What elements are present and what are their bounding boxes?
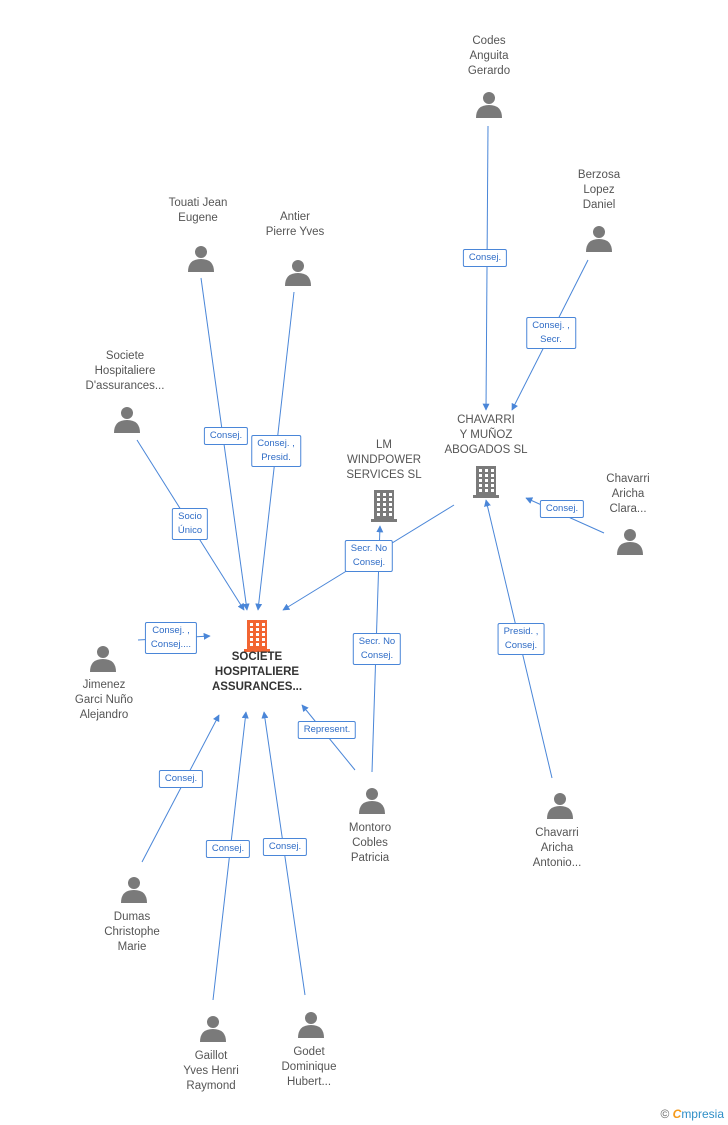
node-label-chav_clara[interactable]: Chavarri Aricha Clara... <box>606 473 650 515</box>
node-label-sha[interactable]: Societe Hospitaliere D'assurances... <box>85 350 165 392</box>
edge-label-chav_clara[interactable]: Consej. <box>539 500 585 518</box>
edge-dumas-to-main <box>141 714 220 863</box>
person-icon[interactable] <box>121 877 147 903</box>
node-label-jimenez[interactable]: Jimenez Garci Nuño Alejandro <box>74 679 134 721</box>
brand-initial: C <box>672 1107 682 1121</box>
person-icon[interactable] <box>547 793 573 819</box>
building-icon[interactable] <box>371 490 397 522</box>
edge-label-chav_sl[interactable]: Secr. No Consej. <box>344 540 394 572</box>
node-label-main[interactable]: SOCIETE HOSPITALIERE ASSURANCES... <box>211 651 303 693</box>
edge-label-gaillot[interactable]: Consej. <box>205 840 251 858</box>
edge-codes-to-chav_sl <box>482 125 490 411</box>
edge-label-sha[interactable]: Socio Único <box>171 508 209 540</box>
edge-label-chav_antonio[interactable]: Presid. , Consej. <box>497 623 545 655</box>
edge-label-codes[interactable]: Consej. <box>462 249 508 267</box>
person-icon[interactable] <box>114 407 140 433</box>
node-label-codes[interactable]: Codes Anguita Gerardo <box>467 35 511 77</box>
person-icon[interactable] <box>359 788 385 814</box>
person-icon[interactable] <box>90 646 116 672</box>
person-icon[interactable] <box>188 246 214 272</box>
node-label-berzosa[interactable]: Berzosa Lopez Daniel <box>577 169 621 211</box>
edge-label-montoro[interactable]: Secr. No Consej. <box>352 633 402 665</box>
edge-label-montoro[interactable]: Represent. <box>297 721 357 739</box>
person-icon[interactable] <box>617 529 643 555</box>
edge-label-touati[interactable]: Consej. <box>203 427 249 445</box>
node-label-dumas[interactable]: Dumas Christophe Marie <box>104 911 160 953</box>
edge-label-godet[interactable]: Consej. <box>262 838 308 856</box>
node-label-touati[interactable]: Touati Jean Eugene <box>168 197 228 224</box>
person-icon[interactable] <box>298 1012 324 1038</box>
edge-label-dumas[interactable]: Consej. <box>158 770 204 788</box>
node-label-godet[interactable]: Godet Dominique Hubert... <box>281 1046 337 1088</box>
person-icon[interactable] <box>285 260 311 286</box>
person-icon[interactable] <box>476 92 502 118</box>
node-label-montoro[interactable]: Montoro Cobles Patricia <box>348 822 392 864</box>
edge-label-berzosa[interactable]: Consej. , Secr. <box>526 317 576 349</box>
empresia-watermark[interactable]: © Cmpresia <box>660 1107 724 1121</box>
node-label-chav_sl[interactable]: CHAVARRI Y MUÑOZ ABOGADOS SL <box>444 414 528 456</box>
node-label-lm[interactable]: LM WINDPOWER SERVICES SL <box>346 439 422 481</box>
person-icon[interactable] <box>200 1016 226 1042</box>
copyright-symbol: © <box>660 1107 670 1121</box>
node-label-chav_antonio[interactable]: Chavarri Aricha Antonio... <box>532 827 582 869</box>
node-label-gaillot[interactable]: Gaillot Yves Henri Raymond <box>183 1050 239 1092</box>
brand-name: mpresia <box>681 1107 724 1121</box>
edge-label-antier[interactable]: Consej. , Presid. <box>251 435 301 467</box>
node-label-antier[interactable]: Antier Pierre Yves <box>265 211 325 238</box>
building-icon[interactable] <box>244 620 270 652</box>
person-icon[interactable] <box>586 226 612 252</box>
building-icon[interactable] <box>473 466 499 498</box>
edge-label-jimenez[interactable]: Consej. , Consej.... <box>144 622 198 654</box>
